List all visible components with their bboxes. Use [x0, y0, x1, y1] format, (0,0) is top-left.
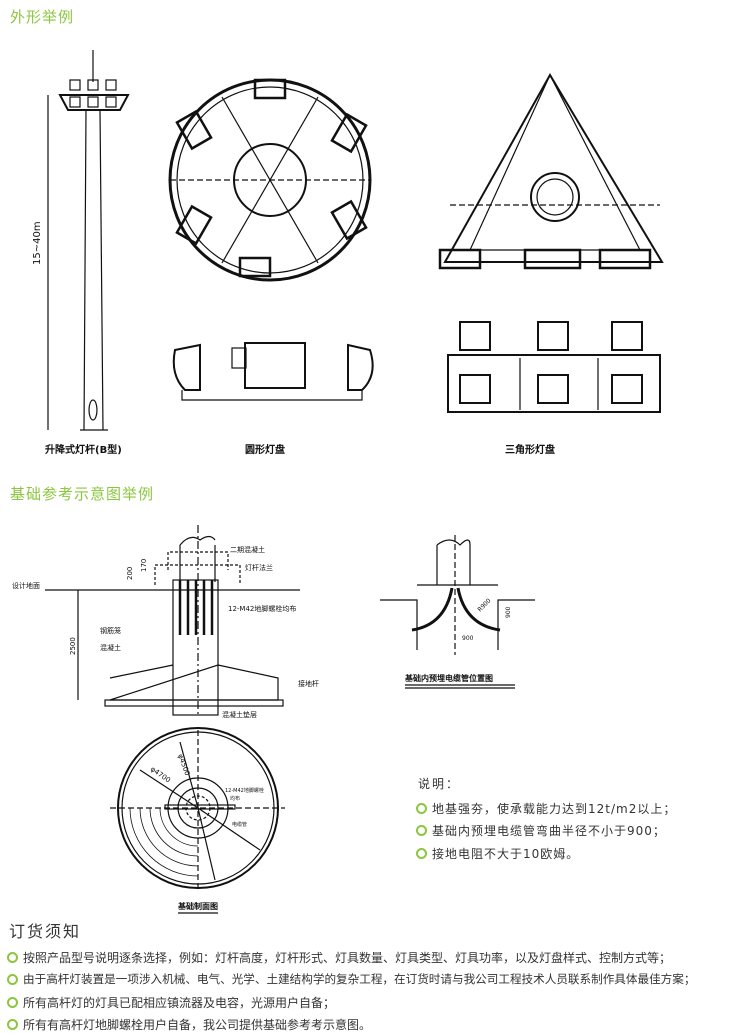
circular-panel-drawing — [168, 78, 372, 282]
bullet-icon — [7, 997, 18, 1008]
cable-caption: 基础内预埋电缆管位置图 — [404, 673, 493, 683]
label-secondary-concrete: 二期混凝土 — [230, 545, 265, 554]
foundation-elevation-drawing: 设计地面 二期混凝土 灯杆法兰 12-M42地脚螺栓均布 钢筋笼 混凝土 接地杆… — [12, 525, 319, 719]
notes-title: 说明： — [418, 777, 461, 791]
note-text: 基础内预埋电缆管弯曲半径不小于900； — [432, 824, 666, 838]
bullet-icon — [7, 1019, 18, 1030]
label-concrete: 混凝土 — [100, 643, 121, 652]
note-item: 基础内预埋电缆管弯曲半径不小于900； — [416, 822, 666, 839]
section-title-appearance: 外形举例 — [10, 8, 75, 26]
label-concrete-cushion: 混凝土垫层 — [222, 710, 257, 719]
note-item: 接地电阻不大于10欧姆。 — [416, 845, 579, 862]
bullet-icon — [416, 803, 427, 814]
note-item: 地基强夯，使承载能力达到12t/m2以上； — [416, 800, 676, 817]
circular-panel-side-drawing — [172, 342, 374, 401]
section-bolts: 12-M42地脚螺栓 — [225, 787, 264, 794]
section-caption: 基础制面图 — [177, 901, 218, 911]
order-item: 由于高杆灯装置是一项涉入机械、电气、光学、土建结构学的复杂工程，在订货时请与我公… — [7, 971, 695, 987]
section-title-foundation: 基础参考示意图举例 — [10, 485, 155, 503]
ordering-title: 订货须知 — [9, 922, 82, 941]
dim-cable-w: 900 — [462, 635, 474, 642]
foundation-section-drawing: φ4500 φ4700 12-M42地脚螺栓 均布 电缆管 基础制面图 — [110, 727, 285, 914]
cable-conduit-drawing: 900 900 R900 基础内预埋电缆管位置图 — [380, 535, 535, 689]
lifting-pole-drawing: 15~40m — [32, 50, 130, 431]
label-rebar-cage: 钢筋笼 — [100, 626, 121, 635]
order-item: 按照产品型号说明逐条选择，例如：灯杆高度，灯杆形式、灯具数量、灯具类型、灯具功率… — [7, 949, 671, 966]
order-text: 按照产品型号说明逐条选择，例如：灯杆高度，灯杆形式、灯具数量、灯具类型、灯具功率… — [23, 951, 672, 965]
order-item: 所有高杆灯的灯具已配相应镇流器及电容，光源用户自备； — [7, 994, 335, 1011]
dim-200: 200 — [126, 567, 134, 580]
caption-circular-panel: 圆形灯盘 — [245, 445, 285, 456]
label-design-ground: 设计地面 — [12, 581, 40, 590]
dim-170: 170 — [140, 559, 148, 572]
note-text: 接地电阻不大于10欧姆。 — [432, 847, 580, 861]
section-bolts-even: 均布 — [230, 795, 240, 802]
order-text: 所有有高杆灯地脚螺栓用户自备，我公司提供基础参考考示意图。 — [23, 1018, 372, 1032]
dim-4700: φ4700 — [149, 765, 172, 784]
bullet-icon — [416, 825, 427, 836]
dim-cable-h: 900 — [505, 606, 512, 618]
dim-2500: 2500 — [69, 637, 77, 655]
label-pole-flange: 灯杆法兰 — [245, 563, 273, 572]
triangular-panel-side-drawing — [447, 321, 661, 413]
caption-lifting-pole: 升降式灯杆(B型) — [45, 445, 122, 456]
caption-triangular-panel: 三角形灯盘 — [505, 445, 555, 456]
label-bolts: 12-M42地脚螺栓均布 — [228, 604, 296, 613]
bullet-icon — [416, 848, 427, 859]
dim-cable-r: R900 — [476, 597, 492, 613]
order-text: 由于高杆灯装置是一项涉入机械、电气、光学、土建结构学的复杂工程，在订货时请与我公… — [23, 972, 696, 986]
bullet-icon — [7, 973, 18, 985]
dim-4500: φ4500 — [176, 753, 191, 777]
order-item: 所有有高杆灯地脚螺栓用户自备，我公司提供基础参考考示意图。 — [7, 1016, 371, 1033]
bullet-icon — [7, 952, 18, 963]
triangular-panel-drawing — [438, 73, 664, 270]
height-label: 15~40m — [32, 221, 43, 265]
order-text: 所有高杆灯的灯具已配相应镇流器及电容，光源用户自备； — [23, 996, 336, 1010]
note-text: 地基强夯，使承载能力达到12t/m2以上； — [432, 802, 677, 816]
label-ground-rod: 接地杆 — [298, 679, 319, 688]
section-conduit: 电缆管 — [232, 821, 247, 828]
